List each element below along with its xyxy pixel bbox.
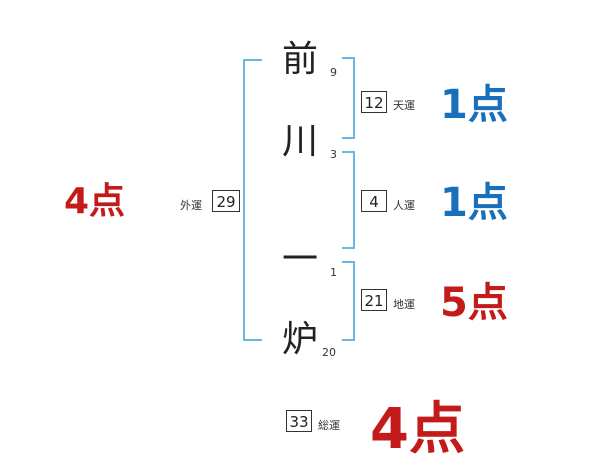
stroke-count-2: 3 xyxy=(330,148,337,161)
name-char-3: 一 xyxy=(281,239,318,280)
name-char-2: 川 xyxy=(281,121,318,162)
chiun-value-box: 21 xyxy=(361,289,387,311)
name-char-4: 炉 xyxy=(281,319,318,360)
name-char-1: 前 xyxy=(281,39,318,80)
tenun-score: 1点 xyxy=(440,82,508,128)
gaiun-value-box: 29 xyxy=(212,190,240,212)
tenun-label: 天運 xyxy=(393,99,415,112)
soun-score: 4点 xyxy=(370,397,465,462)
gaiun-label: 外運 xyxy=(180,199,202,212)
chiun-bracket xyxy=(342,261,355,341)
tenun-value-box: 12 xyxy=(361,91,387,113)
jinun-score: 1点 xyxy=(440,180,508,226)
soun-value-box: 33 xyxy=(286,410,312,432)
outer-bracket xyxy=(243,59,262,341)
jinun-value-box: 4 xyxy=(361,190,387,212)
jinun-bracket xyxy=(342,151,355,249)
chiun-label: 地運 xyxy=(393,298,415,311)
stroke-count-4: 20 xyxy=(322,346,336,359)
tenun-bracket xyxy=(342,57,355,139)
stroke-count-3: 1 xyxy=(330,266,337,279)
chiun-score: 5点 xyxy=(440,280,508,326)
soun-label: 総運 xyxy=(318,419,340,432)
jinun-label: 人運 xyxy=(393,199,415,212)
stroke-count-1: 9 xyxy=(330,66,337,79)
gaiun-score: 4点 xyxy=(64,181,126,222)
